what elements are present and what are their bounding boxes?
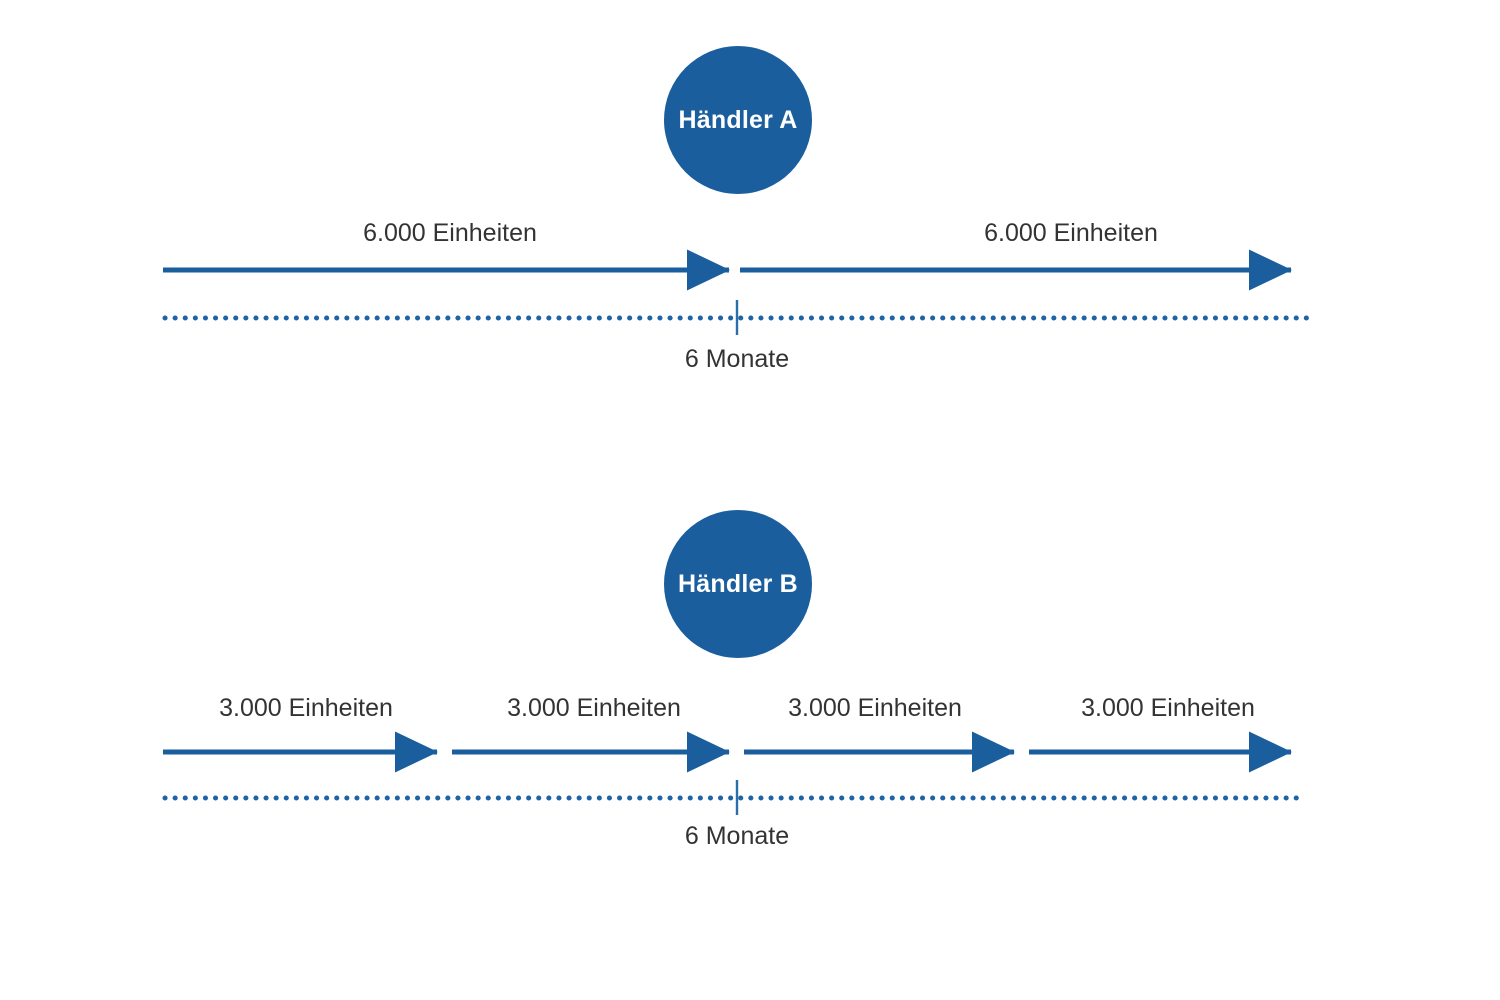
dealer-a-label: Händler A <box>678 105 798 134</box>
dealer-b-label: Händler B <box>678 569 798 598</box>
row-a-segment-1-label: 6.000 Einheiten <box>363 219 537 247</box>
dealer-a-circle: Händler A <box>664 46 812 194</box>
row-a-segment-2-label: 6.000 Einheiten <box>984 219 1158 247</box>
row-b-duration-label: 6 Monate <box>684 822 790 850</box>
row-b-segment-1-label: 3.000 Einheiten <box>219 694 393 722</box>
row-dealer-b-graphics <box>162 731 1306 815</box>
row-a-duration-label: 6 Monate <box>684 345 790 373</box>
dealer-b-circle: Händler B <box>664 510 812 658</box>
row-b-segment-3-label: 3.000 Einheiten <box>788 694 962 722</box>
row-dealer-a-graphics <box>162 249 1311 335</box>
row-b-segment-2-label: 3.000 Einheiten <box>507 694 681 722</box>
row-b-segment-4-label: 3.000 Einheiten <box>1081 694 1255 722</box>
